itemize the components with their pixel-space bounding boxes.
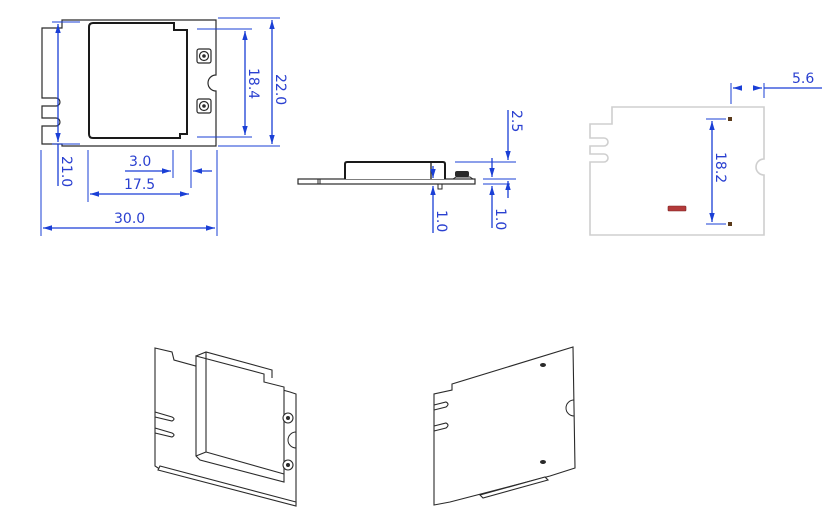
shield-can [88, 22, 188, 139]
shield-side [344, 161, 446, 179]
isometric-top-view [154, 347, 297, 507]
isometric-bottom-view [433, 346, 576, 506]
dim-shield-height: 21.0 [58, 156, 74, 187]
pcb-bottom-outline [589, 106, 765, 236]
dim-total-length: 30.0 [114, 211, 145, 227]
pin-header [667, 205, 687, 212]
dim-pad-spacing: 18.2 [712, 152, 728, 183]
top-view: 22.0 18.4 21.0 3.0 17.5 30.0 [40, 17, 288, 236]
pad-top [728, 117, 732, 121]
side-view: 1.0 1.0 2.5 [297, 110, 524, 233]
dim-edge-offset: 5.6 [792, 71, 814, 87]
dim-total-thickness: 2.5 [508, 110, 524, 132]
dim-shield-width: 17.5 [124, 177, 155, 193]
dim-connector-height: 1.0 [492, 208, 508, 230]
antenna-connector-side [455, 171, 469, 177]
dim-connector-spacing: 18.4 [245, 68, 261, 99]
antenna-connector-1 [196, 48, 212, 64]
antenna-connector-2 [196, 98, 212, 114]
dim-connector-offset: 3.0 [129, 154, 151, 170]
dim-total-height: 22.0 [272, 74, 288, 105]
pad-bottom [728, 222, 732, 226]
pcb-side [297, 178, 476, 185]
bottom-view: 5.6 18.2 [589, 71, 822, 236]
dim-pcb-thickness: 1.0 [433, 210, 449, 232]
